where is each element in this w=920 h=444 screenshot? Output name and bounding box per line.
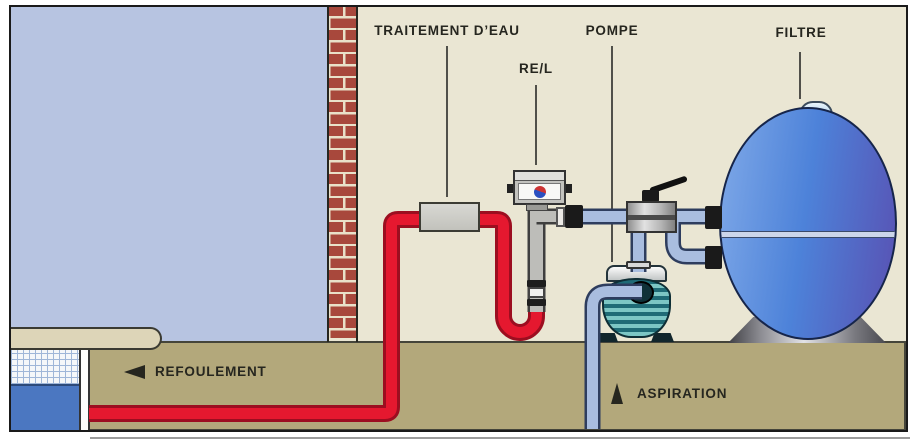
- label-traitement: TRAITEMENT D’EAU: [374, 23, 520, 38]
- rel-side-nub-left: [507, 184, 513, 193]
- water-treatment-unit: [419, 202, 480, 232]
- valve-handle-pivot: [642, 190, 659, 202]
- filter-top-port: [705, 206, 722, 229]
- filter-clamp-seam: [721, 231, 895, 238]
- rel-brand-logo-icon: [533, 185, 546, 198]
- label-aspiration: ASPIRATION: [637, 386, 728, 401]
- pool-wall-strip: [79, 350, 90, 430]
- refoulement-callout: REFOULEMENT: [124, 364, 267, 379]
- red-return-pipe: [89, 211, 545, 422]
- pipe-union-band-lower: [527, 299, 546, 306]
- filter-bottom-port: [705, 246, 722, 269]
- rel-unit-lid: [515, 172, 564, 181]
- pump-outlet-collar: [626, 261, 651, 269]
- rel-front-panel: [518, 183, 561, 200]
- blue-pipe-union-ring: [556, 207, 565, 227]
- pump-foot-left: [596, 333, 618, 342]
- rel-side-nub-right: [566, 184, 572, 193]
- pool-water: [11, 384, 81, 430]
- rel-pipe-connector: [526, 204, 548, 211]
- label-rel: RE/L: [519, 61, 553, 76]
- coping-stone: [11, 327, 162, 350]
- left-arrow-icon: [124, 364, 145, 379]
- pool-water-backdrop: [10, 6, 328, 342]
- pipe-union-band-upper: [527, 280, 546, 287]
- multiport-valve: [626, 201, 677, 233]
- brick-wall: [327, 6, 358, 342]
- blue-pipe-fitting: [565, 205, 583, 228]
- label-refoulement: REFOULEMENT: [155, 364, 267, 379]
- label-filtre: FILTRE: [775, 25, 827, 40]
- pipe-union-white: [528, 287, 545, 298]
- label-pompe: POMPE: [585, 23, 639, 38]
- waterline-tile-band: [11, 350, 87, 384]
- rel-control-unit: [513, 170, 566, 205]
- pump-foot-right: [651, 333, 674, 342]
- bottom-shadow-line: [90, 437, 910, 439]
- aspiration-callout: ASPIRATION: [611, 383, 727, 404]
- up-arrow-icon: [611, 383, 623, 404]
- filter-tank: [719, 107, 897, 340]
- valve-clamp-band: [628, 215, 675, 220]
- brick-pattern: [329, 6, 356, 338]
